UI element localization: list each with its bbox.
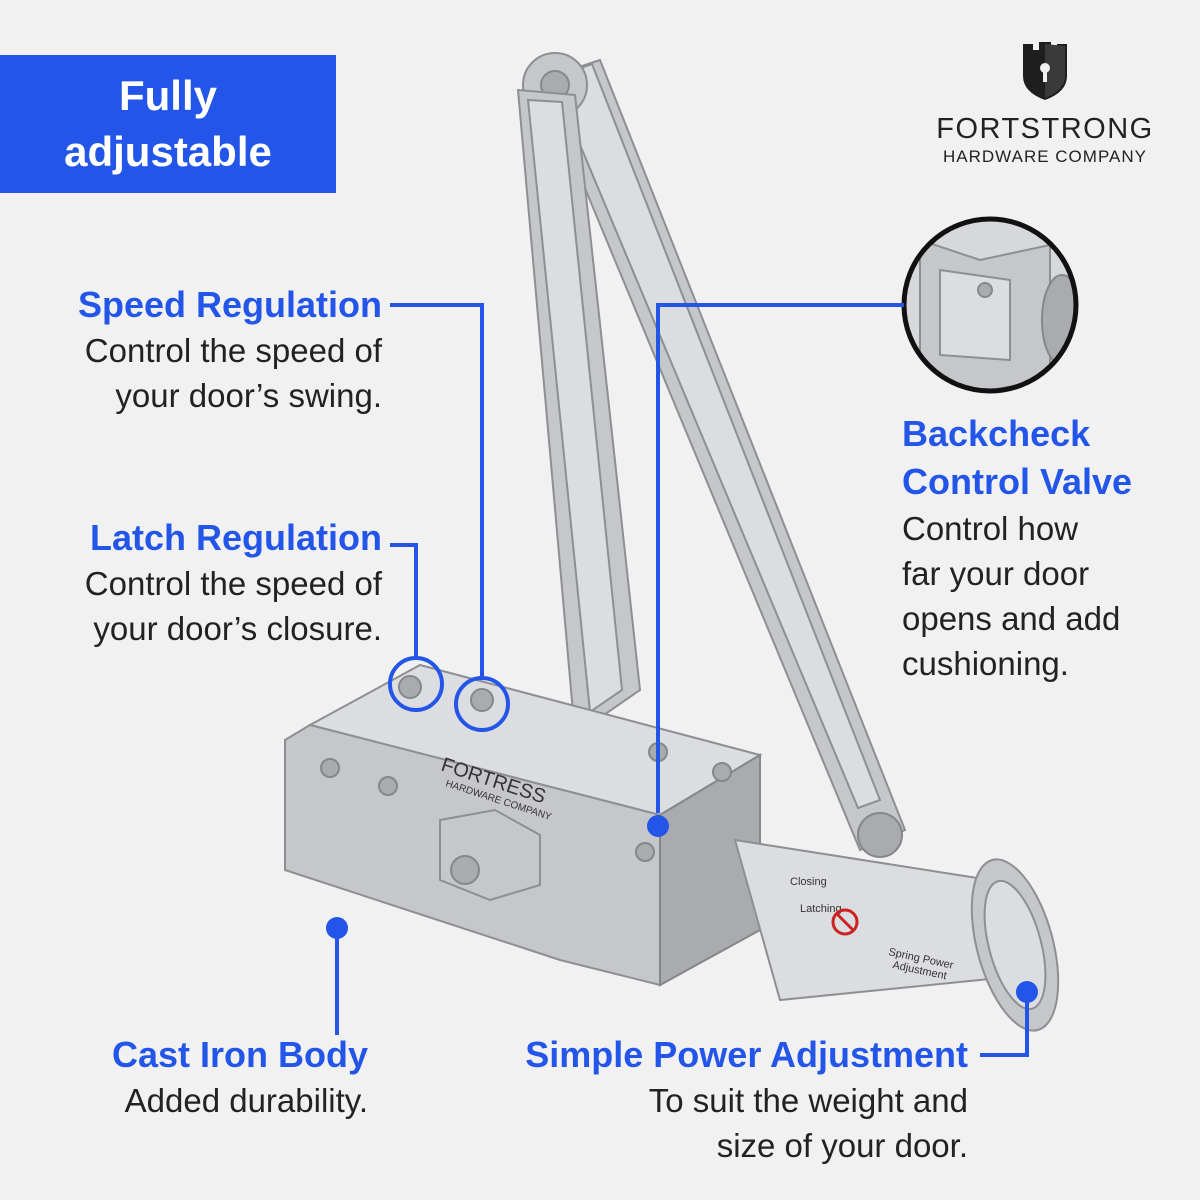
backcheck-desc-1: Control how: [902, 510, 1079, 547]
speed-desc-2: your door’s swing.: [115, 377, 382, 414]
backcheck-desc-4: cushioning.: [902, 645, 1069, 682]
latch-desc-1: Control the speed of: [84, 565, 382, 602]
latch-screw: [398, 675, 422, 699]
power-dot: [1016, 981, 1038, 1003]
speed-screw: [470, 688, 494, 712]
latch-title: Latch Regulation: [89, 517, 382, 558]
feature-backcheck: Backcheck Control Valve Control how far …: [902, 410, 1192, 686]
cylinder-label-latching: Latching: [800, 903, 842, 915]
feature-power-adjustment: Simple Power Adjustment To suit the weig…: [440, 1032, 968, 1168]
feature-latch-regulation: Latch Regulation Control the speed of yo…: [20, 515, 382, 651]
backcheck-desc-2: far your door: [902, 555, 1090, 592]
backcheck-leader-line: [656, 303, 904, 813]
feature-speed-regulation: Speed Regulation Control the speed of yo…: [20, 282, 382, 418]
shield-keyhole-icon: [1023, 42, 1067, 100]
backcheck-desc-3: opens and add: [902, 600, 1121, 637]
castiron-title: Cast Iron Body: [111, 1034, 368, 1075]
latch-desc-2: your door’s closure.: [93, 610, 382, 647]
speed-title: Speed Regulation: [77, 284, 382, 325]
power-desc-1: To suit the weight and: [648, 1082, 968, 1119]
badge-line-1: Fully: [118, 72, 217, 119]
power-title: Simple Power Adjustment: [525, 1034, 968, 1075]
brand-name: FORTSTRONG: [936, 113, 1154, 145]
fully-adjustable-badge: Fully adjustable: [0, 55, 336, 193]
latch-leader-line: [390, 543, 418, 658]
backcheck-title-2: Control Valve: [902, 461, 1133, 502]
latch-highlight-ring: [388, 656, 444, 712]
castiron-desc-1: Added durability.: [124, 1082, 368, 1119]
speed-desc-1: Control the speed of: [84, 332, 382, 369]
speed-leader-line: [390, 303, 484, 676]
brand-subtitle: HARDWARE COMPANY: [943, 147, 1147, 166]
brand-logo: FORTSTRONG HARDWARE COMPANY: [925, 38, 1165, 167]
backcheck-inset-image: [904, 219, 1076, 391]
cylinder-label-closing: Closing: [790, 876, 827, 888]
backcheck-dot: [647, 815, 669, 837]
castiron-dot: [326, 917, 348, 939]
feature-cast-iron-body: Cast Iron Body Added durability.: [20, 1032, 368, 1123]
backcheck-title-1: Backcheck: [902, 413, 1091, 454]
speed-highlight-ring: [454, 676, 510, 732]
power-leader-line: [980, 994, 1029, 1057]
badge-line-2: adjustable: [64, 128, 272, 175]
power-desc-2: size of your door.: [716, 1127, 968, 1164]
